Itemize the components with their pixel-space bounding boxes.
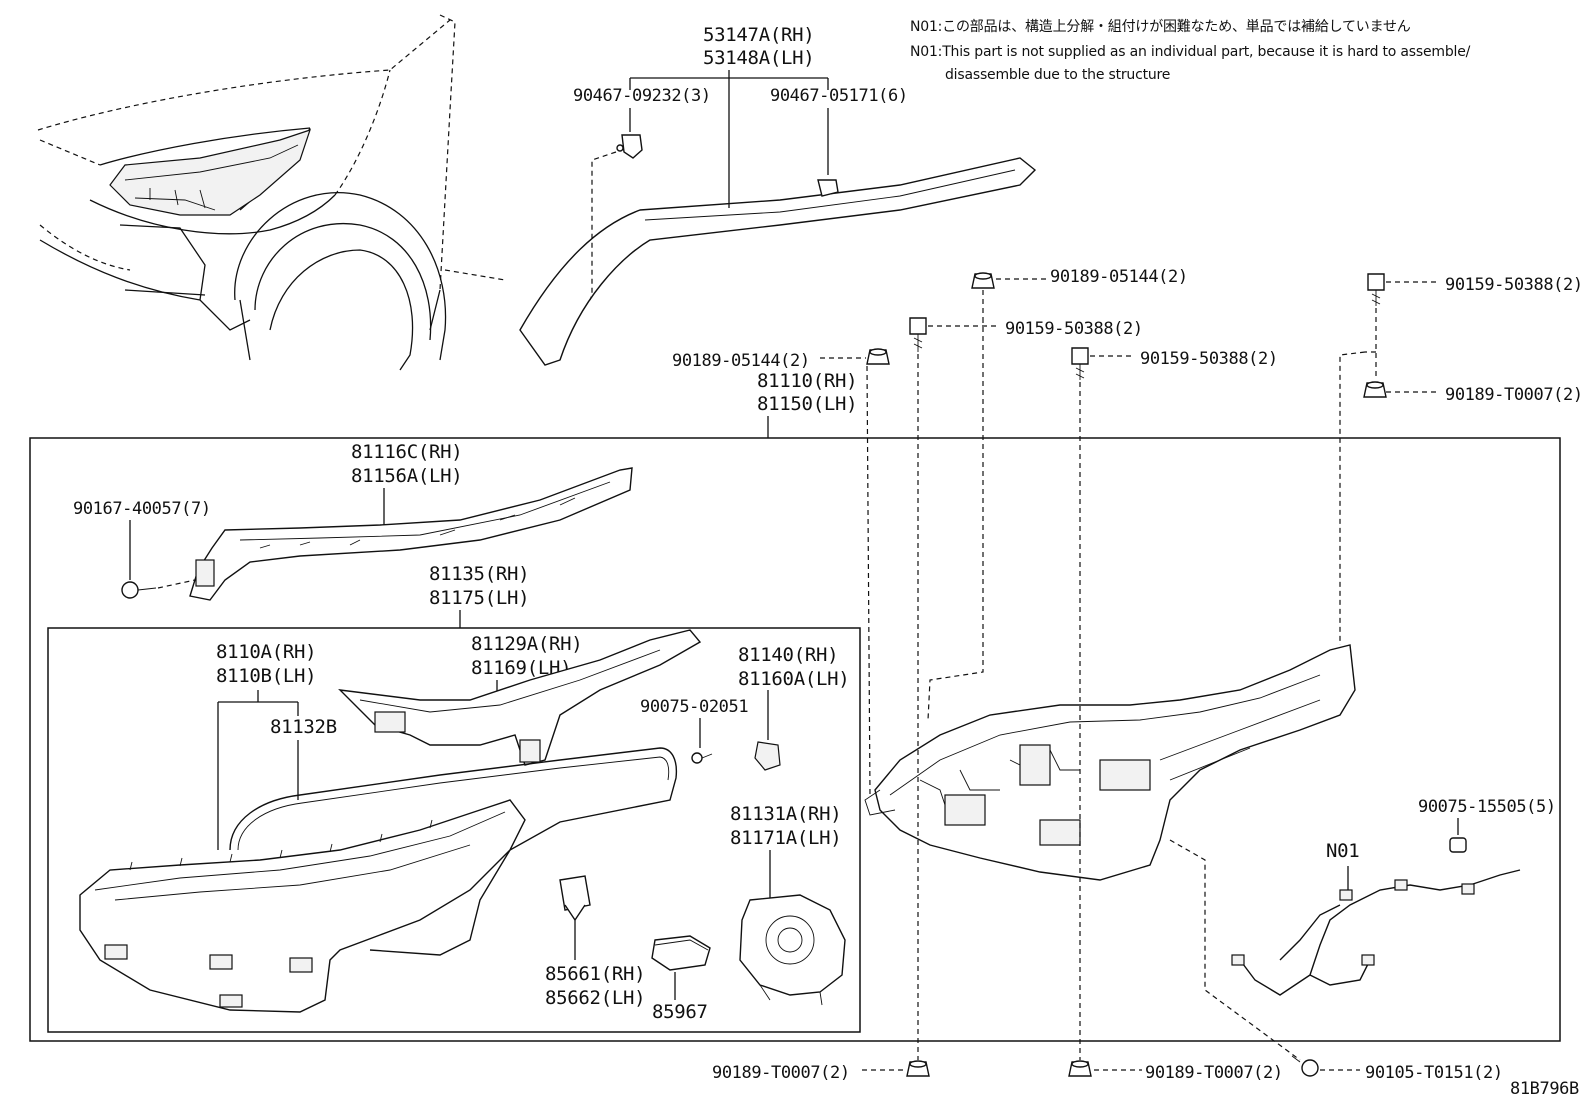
label-90189-05144-top: 90189-05144(2)	[1050, 267, 1188, 287]
label-81135: 81135(RH)	[429, 563, 529, 585]
headlamp-lens-8110a[interactable]	[79, 799, 526, 1013]
label-81169: 81169(LH)	[471, 657, 571, 679]
label-81129a: 81129A(RH)	[471, 633, 582, 655]
label-81171a: 81171A(LH)	[730, 827, 841, 849]
label-90467-05171: 90467-05171(6)	[770, 86, 908, 106]
vehicle-front-corner-illustration	[37, 14, 506, 371]
screw-90167-40057[interactable]	[121, 581, 157, 599]
bracket-81129a[interactable]	[338, 629, 702, 766]
label-81150: 81150(LH)	[757, 393, 857, 415]
bracket-81116c[interactable]	[189, 467, 633, 601]
wiring-harness-n01[interactable]	[1231, 869, 1521, 996]
label-90105-t0151: 90105-T0151(2)	[1365, 1063, 1503, 1083]
cap-90075-15505[interactable]	[1449, 837, 1467, 853]
label-53147a: 53147A(RH)	[703, 24, 814, 46]
assembly-box-81135	[47, 627, 861, 1033]
clip-90189-t0007-bottom-center[interactable]	[1068, 1060, 1092, 1077]
label-90189-t0007-bottom-left: 90189-T0007(2)	[712, 1063, 850, 1083]
screw-90159-50388-center[interactable]	[1071, 347, 1089, 380]
label-90189-05144-left: 90189-05144(2)	[672, 351, 810, 371]
headlamp-housing-81110[interactable]	[864, 644, 1356, 881]
label-81175: 81175(LH)	[429, 587, 529, 609]
note-en-line1: N01:This part is not supplied as an indi…	[910, 44, 1471, 60]
clip-90467-09232[interactable]	[616, 134, 643, 159]
clip-90189-05144-left[interactable]	[866, 348, 890, 365]
label-90189-t0007-right: 90189-T0007(2)	[1445, 385, 1583, 405]
label-81160a: 81160A(LH)	[738, 668, 849, 690]
label-90467-09232: 90467-09232(3)	[573, 86, 711, 106]
label-90159-50388-mid: 90159-50388(2)	[1005, 319, 1143, 339]
clip-90189-t0007-right[interactable]	[1363, 381, 1387, 398]
gasket-81140[interactable]	[754, 741, 781, 771]
label-90075-15505: 90075-15505(5)	[1418, 797, 1556, 817]
note-jp: N01:この部品は、構造上分解・組付けが困難なため、単品では補給していません	[910, 19, 1411, 35]
label-90159-50388-center: 90159-50388(2)	[1140, 349, 1278, 369]
label-81116c: 81116C(RH)	[351, 441, 462, 463]
screw-90105-t0151[interactable]	[1291, 1055, 1319, 1077]
label-81110: 81110(RH)	[757, 370, 857, 392]
module-85967[interactable]	[651, 935, 711, 971]
note-en-line2: disassemble due to the structure	[945, 67, 1170, 83]
label-90159-50388-right: 90159-50388(2)	[1445, 275, 1583, 295]
clip-90189-t0007-bottom-left[interactable]	[906, 1060, 930, 1077]
label-85662: 85662(LH)	[545, 987, 645, 1009]
label-85967: 85967	[652, 1001, 708, 1023]
label-81132b: 81132B	[270, 716, 337, 738]
screw-90159-50388-mid[interactable]	[909, 317, 927, 352]
clip-90189-05144-top[interactable]	[971, 272, 995, 289]
clip-90467-05171[interactable]	[817, 179, 839, 197]
label-8110b: 8110B(LH)	[216, 665, 316, 687]
label-90167-40057: 90167-40057(7)	[73, 499, 211, 519]
screw-90075-02051[interactable]	[691, 752, 713, 764]
socket-85661[interactable]	[559, 875, 591, 922]
label-90075-02051: 90075-02051	[640, 697, 748, 717]
label-81140: 81140(RH)	[738, 644, 838, 666]
assembly-box-81110	[29, 437, 1561, 1042]
projector-81131a[interactable]	[739, 894, 846, 1006]
label-53148a: 53148A(LH)	[703, 47, 814, 69]
label-90189-t0007-bottom-center: 90189-T0007(2)	[1145, 1063, 1283, 1083]
label-81156a: 81156A(LH)	[351, 465, 462, 487]
screw-90159-50388-right[interactable]	[1367, 273, 1385, 306]
label-81131a: 81131A(RH)	[730, 803, 841, 825]
seal-81132b[interactable]	[229, 747, 678, 956]
label-8110a: 8110A(RH)	[216, 641, 316, 663]
diagram-code: 81B796B	[1510, 1079, 1579, 1099]
headlamp-molding-part[interactable]	[519, 157, 1037, 366]
label-n01: N01	[1326, 840, 1359, 862]
label-85661: 85661(RH)	[545, 963, 645, 985]
